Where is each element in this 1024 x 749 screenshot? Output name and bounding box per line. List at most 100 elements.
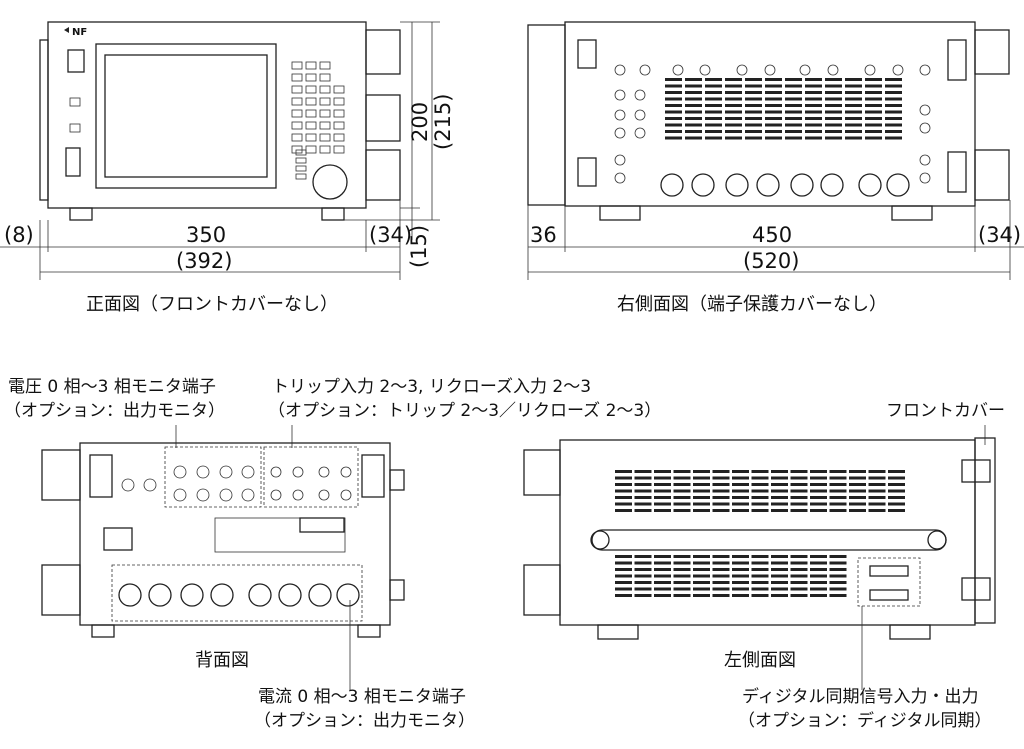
vent-slot [810,502,827,506]
vent-slot [829,502,847,506]
label-plate [214,517,346,553]
key-button [305,85,317,94]
vent-slot [771,568,788,571]
vent-slot [785,110,802,114]
key-button [295,165,307,172]
vent-slot [829,555,847,558]
vent-slot [790,509,808,512]
vent-slot [751,574,769,578]
vent-slot [615,476,632,480]
vent-slot [805,84,822,88]
rear-handle [523,449,561,496]
vent-slot [885,97,902,101]
vent-grid [615,470,905,597]
vent-slot [865,123,882,127]
foot [321,207,345,221]
vent-slot [888,509,905,512]
foot [91,624,115,638]
vent-slot [849,470,866,473]
binding-post [919,122,931,134]
vent-slot [634,581,652,584]
vent-slot [745,123,762,127]
key-button [291,145,303,154]
terminal-plate [361,454,385,498]
vent-slot [751,587,769,591]
vent-slot [705,110,722,114]
vent-slot [745,78,762,81]
key-button [333,85,345,94]
vent-slot [805,110,822,114]
vent-slot [634,502,652,506]
vent-slot [665,110,682,114]
vent-slot [771,489,788,493]
terminal-circle [660,173,684,197]
vent-slot [725,84,742,88]
key-button [333,97,345,106]
vent-slot [745,84,762,88]
vent-slot [790,496,808,499]
vent-slot [705,104,722,107]
output-terminal [210,583,234,607]
vent-slot [693,509,710,512]
vent-slot [705,136,722,140]
vent-slot [829,594,847,597]
bnc-connector [196,465,210,479]
vent-slot [732,489,749,493]
vent-slot [665,97,682,101]
vent-slot [751,489,769,493]
usb-port [67,49,85,73]
trip-input-sublabel: （オプション：トリップ 2～3／リクローズ 2～3） [268,401,661,421]
vent-slot [732,568,749,571]
vent-slot [785,104,802,107]
vent-slot [765,104,782,107]
vent-slot [615,489,632,493]
output-terminal [148,583,172,607]
key-button [319,121,331,130]
vent-slot [745,91,762,94]
terminal-circle [756,173,780,197]
lcd-screen [104,54,268,178]
vent-slot [765,97,782,101]
vent-slot [654,555,671,558]
vent-slot [751,476,769,480]
rear-handle [523,564,561,616]
terminal-plate [89,454,113,498]
binding-post [292,489,304,501]
vent-slot [888,470,905,473]
vent-slot [654,568,671,571]
vent-slot [665,123,682,127]
vent-slot [725,123,742,127]
vent-slot [865,84,882,88]
key-button [319,85,331,94]
latch [577,39,597,69]
vent-slot [810,555,827,558]
vent-slot [693,470,710,473]
vent-slot [810,483,827,486]
vent-slot [732,476,749,480]
vent-slot [825,91,842,94]
vent-slot [634,561,652,565]
vent-slot [615,581,632,584]
vent-slot [790,561,808,565]
terminal-circle [691,173,715,197]
binding-post [614,154,626,166]
vent-slot [825,117,842,120]
vent-slot [634,496,652,499]
vent-slot [790,489,808,493]
dim-left-offset: 36 [530,223,557,247]
connector [389,469,405,491]
vent-slot [615,561,632,565]
vent-slot [829,476,847,480]
vent-slot [868,470,886,473]
vent-slot [634,555,652,558]
vent-slot [805,91,822,94]
vent-slot [732,574,749,578]
vent-slot [845,123,862,127]
binding-post [919,172,931,184]
vent-slot [725,110,742,114]
foot [889,624,931,640]
vent-slot [785,97,802,101]
vent-slot [615,483,632,486]
vent-slot [849,476,866,480]
vent-slot [693,561,710,565]
